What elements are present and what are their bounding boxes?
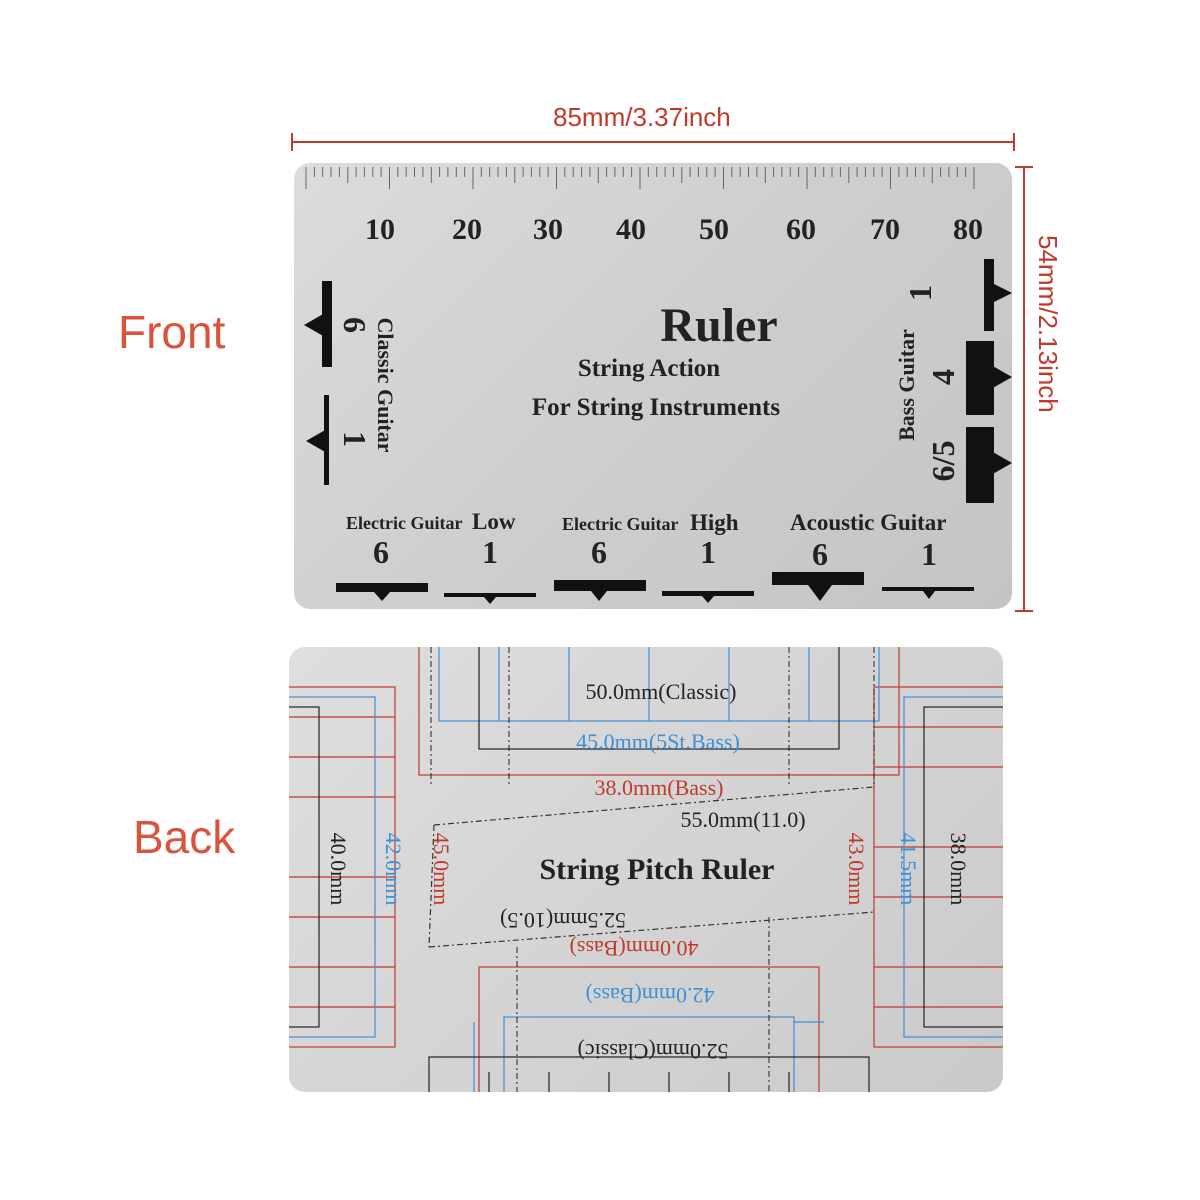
back-card: String Pitch Ruler 50.0mm(Classic) 45.0m… (289, 647, 1003, 1092)
top-label-bass: 38.0mm(Bass) (595, 775, 724, 800)
bottom-label-52-classic: 52.0mm(Classic) (578, 1039, 729, 1064)
electric-low-number-6: 6 (373, 534, 389, 570)
bass-guitar-label: Bass Guitar (894, 329, 919, 441)
bottom-label-42-bass: 42.0mm(Bass) (586, 983, 715, 1008)
acoustic-label: Acoustic Guitar (790, 510, 947, 535)
electric-high-qualifier: High (690, 510, 739, 535)
width-dimension-label: 85mm/3.37inch (553, 102, 731, 132)
ruler-number-20: 20 (452, 213, 482, 246)
electric-high-number-6: 6 (591, 534, 607, 570)
right-label-38: 38.0mm (946, 833, 971, 906)
ruler-number-70: 70 (870, 213, 900, 246)
acoustic-gauge-1 (882, 587, 974, 599)
bottom-label-40-bass: 40.0mm(Bass) (570, 936, 699, 961)
ruler-number-40: 40 (616, 213, 646, 246)
left-label-40: 40.0mm (326, 833, 351, 906)
classic-guitar-gauge-6 (304, 281, 332, 367)
front-label: Front (118, 306, 226, 358)
front-title: Ruler (660, 299, 777, 352)
electric-high-gauge-6 (554, 580, 646, 601)
electric-low-gauge-1 (444, 593, 536, 604)
acoustic-gauge-6 (772, 572, 864, 601)
classic-guitar-gauge-1 (306, 395, 329, 485)
bass-guitar-number-6-5: 6/5 (925, 441, 961, 482)
bass-guitar-gauge-1 (984, 259, 1012, 331)
front-card: 10 20 30 40 50 60 70 80 Ruler String Act… (294, 163, 1012, 609)
ruler-ticks (305, 167, 975, 189)
bass-guitar-number-1: 1 (902, 285, 938, 301)
electric-low-gauge-6 (336, 583, 428, 601)
back-card-art (289, 647, 1003, 1092)
left-label-42: 42.0mm (381, 833, 406, 906)
height-dimension-label: 54mm/2.13inch (1033, 235, 1063, 413)
electric-low-number-1: 1 (482, 534, 498, 570)
back-label: Back (133, 811, 236, 863)
front-card-art: 10 20 30 40 50 60 70 80 Ruler String Act… (304, 167, 1012, 604)
right-label-41-5: 41.5mm (896, 833, 921, 906)
top-label-5st-bass: 45.0mm(5St.Bass) (576, 729, 740, 754)
back-title: String Pitch Ruler (540, 853, 775, 886)
right-label-43: 43.0mm (844, 833, 869, 906)
left-label-45: 45.0mm (429, 833, 454, 906)
electric-high-gauge-1 (662, 591, 754, 603)
top-label-classic: 50.0mm(Classic) (586, 679, 737, 704)
electric-high-number-1: 1 (700, 534, 716, 570)
ruler-number-50: 50 (699, 213, 729, 246)
classic-guitar-number-6: 6 (337, 317, 373, 333)
ruler-number-60: 60 (786, 213, 816, 246)
classic-guitar-label: Classic Guitar (373, 317, 398, 452)
bass-guitar-gauge-4 (966, 341, 1012, 415)
acoustic-number-1: 1 (921, 536, 937, 572)
ruler-number-10: 10 (365, 213, 395, 246)
mid-label-52-5: 52.5mm(10.5) (500, 908, 626, 933)
bass-guitar-gauge-6-5 (966, 427, 1012, 503)
ruler-number-30: 30 (533, 213, 563, 246)
height-dimension-line (1015, 166, 1033, 612)
bass-guitar-number-4: 4 (925, 369, 961, 385)
mid-label-55: 55.0mm(11.0) (680, 807, 805, 832)
electric-low-label: Electric Guitar (346, 513, 462, 533)
front-subtitle-1: String Action (578, 355, 720, 382)
front-subtitle-2: For String Instruments (532, 394, 780, 421)
ruler-number-80: 80 (953, 213, 983, 246)
back-card-text: String Pitch Ruler 50.0mm(Classic) 45.0m… (326, 679, 971, 1064)
width-dimension-line (291, 133, 1015, 151)
classic-guitar-number-1: 1 (337, 431, 373, 447)
electric-low-qualifier: Low (472, 509, 516, 534)
acoustic-number-6: 6 (812, 536, 828, 572)
electric-high-label: Electric Guitar (562, 514, 678, 534)
